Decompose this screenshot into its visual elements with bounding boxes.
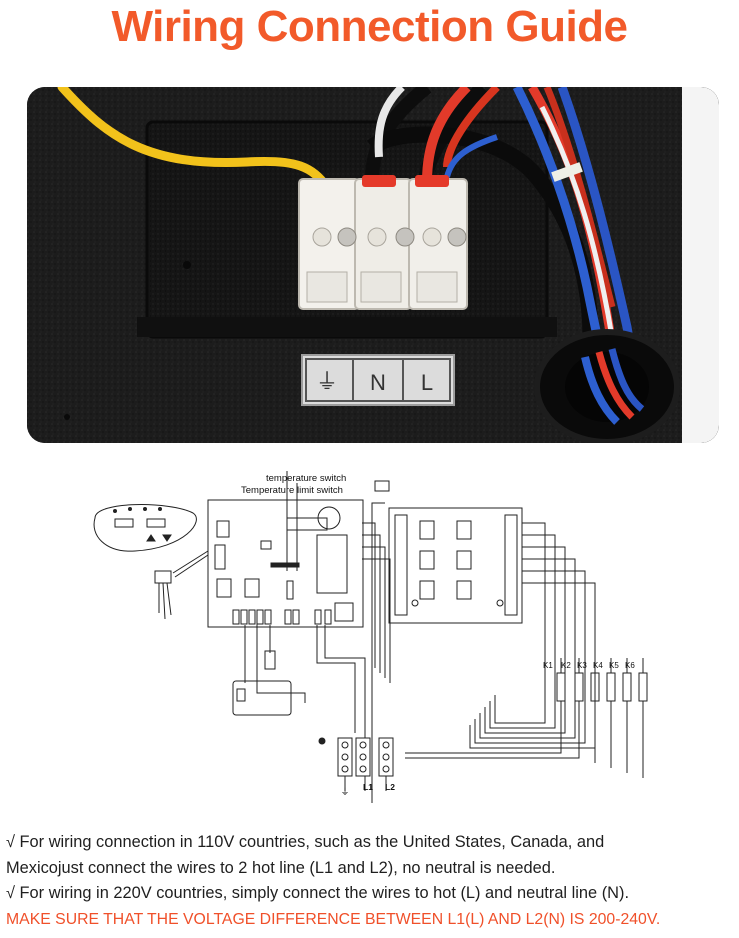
relay-label-k5: K5 — [609, 661, 619, 670]
relay-label-k6: K6 — [625, 661, 635, 670]
note-220v: √ For wiring in 220V countries, simply c… — [6, 884, 630, 902]
relay-label-k1: K1 — [543, 661, 553, 670]
relay-label-k3: K3 — [577, 661, 587, 670]
control-board — [207, 499, 364, 628]
l1-label: L1 — [363, 782, 373, 792]
main-terminal-block: ⏚ L1 L2 — [318, 737, 395, 798]
ground-symbol-label: ⏚ — [340, 787, 349, 798]
note-110v-line2: Mexicojust connect the wires to 2 hot li… — [6, 858, 556, 877]
relay-label-k4: K4 — [593, 661, 603, 670]
line-label: L — [421, 370, 433, 395]
yellow-ground-wire — [57, 87, 332, 192]
relay-label-k2: K2 — [561, 661, 571, 670]
control-panel-icon — [93, 504, 197, 552]
voltage-warning: MAKE SURE THAT THE VOLTAGE DIFFERENCE BE… — [6, 910, 661, 928]
note-110v-line1: √ For wiring connection in 110V countrie… — [6, 833, 605, 851]
temperature-limit-switch-label: Temperature limit switch — [241, 485, 343, 496]
terminal-block-photo: ⏚ N L — [27, 87, 719, 443]
contactor-group: K1 K2 K3 K4 K5 K6 — [405, 658, 648, 778]
neutral-label: N — [370, 370, 386, 395]
terminal-label-plate: ⏚ N L — [301, 354, 455, 406]
page-title: Wiring Connection Guide — [111, 2, 628, 51]
relay-board — [388, 507, 523, 624]
terminal-block — [298, 175, 468, 310]
l2-label: L2 — [385, 782, 395, 792]
temperature-switch-label: temperature switch — [266, 473, 346, 484]
pump-icon — [232, 625, 292, 716]
temperature-probe — [154, 550, 209, 620]
wiring-diagram: temperature switch Temperature limit swi… — [75, 463, 664, 810]
instruction-notes: √ For wiring connection in 110V countrie… — [6, 830, 738, 932]
ground-label: ⏚ — [316, 370, 338, 395]
